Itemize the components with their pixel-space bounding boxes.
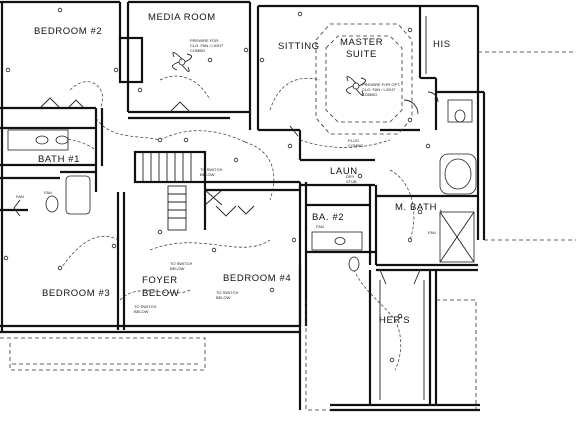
note-media-fan-2: CLG. FAN / LIGHT bbox=[190, 43, 224, 48]
note-fan-bed2: FAN bbox=[16, 194, 24, 199]
room-his: HIS bbox=[433, 39, 451, 50]
note-fan-bath1: FAN bbox=[44, 190, 52, 195]
note-fan-mbath: FAN bbox=[428, 230, 436, 235]
media-fan-icon bbox=[172, 52, 192, 72]
note-fan-ba2: FAN bbox=[316, 224, 324, 229]
room-master-suite-line2: SUITE bbox=[346, 49, 377, 60]
note-b4-switch-2: BELOW bbox=[216, 295, 231, 300]
outlets bbox=[3, 7, 431, 363]
note-foyer-switch-2: BELOW bbox=[170, 266, 185, 271]
note-laun-1: DRY bbox=[346, 174, 355, 179]
note-b3-switch-1: TO SWITCH bbox=[134, 304, 156, 309]
master-fan-icon bbox=[346, 76, 366, 96]
note-b4-switch-1: TO SWITCH bbox=[216, 290, 238, 295]
note-foyer-switch-1: TO SWITCH bbox=[170, 261, 192, 266]
room-bedroom-4: BEDROOM #4 bbox=[223, 273, 291, 284]
room-foyer-line2: BELOW bbox=[142, 288, 179, 299]
room-hers: HER'S bbox=[379, 315, 410, 326]
stairs bbox=[142, 152, 223, 231]
room-laun: LAUN bbox=[330, 166, 358, 177]
room-sitting: SITTING bbox=[278, 41, 320, 52]
door-swings bbox=[13, 91, 439, 285]
note-plug-1: PLUG bbox=[348, 138, 359, 143]
room-foyer-line1: FOYER bbox=[142, 275, 178, 286]
room-media-room: MEDIA ROOM bbox=[148, 12, 216, 23]
annotations: PREWIRE FOR CLG. FAN / LIGHT COMBO PREWI… bbox=[16, 38, 436, 314]
note-media-fan-1: PREWIRE FOR bbox=[190, 38, 218, 43]
room-labels: BEDROOM #2 MEDIA ROOM SITTING MASTER SUI… bbox=[34, 12, 451, 326]
note-master-fan-3: COMBO bbox=[362, 92, 377, 97]
note-stair-switch-2: BELOW bbox=[200, 172, 215, 177]
note-laun-2: STUB bbox=[346, 179, 357, 184]
room-bath-1: BATH #1 bbox=[38, 154, 80, 165]
note-master-fan-1: PREWIRE FOR OPT. bbox=[362, 82, 400, 87]
room-m-bath: M. BATH bbox=[395, 202, 437, 213]
room-master-suite-line1: MASTER bbox=[340, 37, 383, 48]
dashed-outlines bbox=[0, 23, 576, 411]
room-bedroom-3: BEDROOM #3 bbox=[42, 288, 110, 299]
note-stair-switch-1: TO SWITCH bbox=[200, 167, 222, 172]
note-media-fan-3: COMBO bbox=[190, 48, 205, 53]
note-b3-switch-2: BELOW bbox=[134, 309, 149, 314]
fan-symbols bbox=[172, 52, 366, 96]
note-master-fan-2: CLG. FAN / LIGHT bbox=[362, 87, 396, 92]
note-plug-2: COMBO bbox=[348, 143, 363, 148]
room-ba-2: BA. #2 bbox=[312, 212, 344, 223]
room-bedroom-2: BEDROOM #2 bbox=[34, 26, 102, 37]
fixtures bbox=[7, 16, 477, 400]
